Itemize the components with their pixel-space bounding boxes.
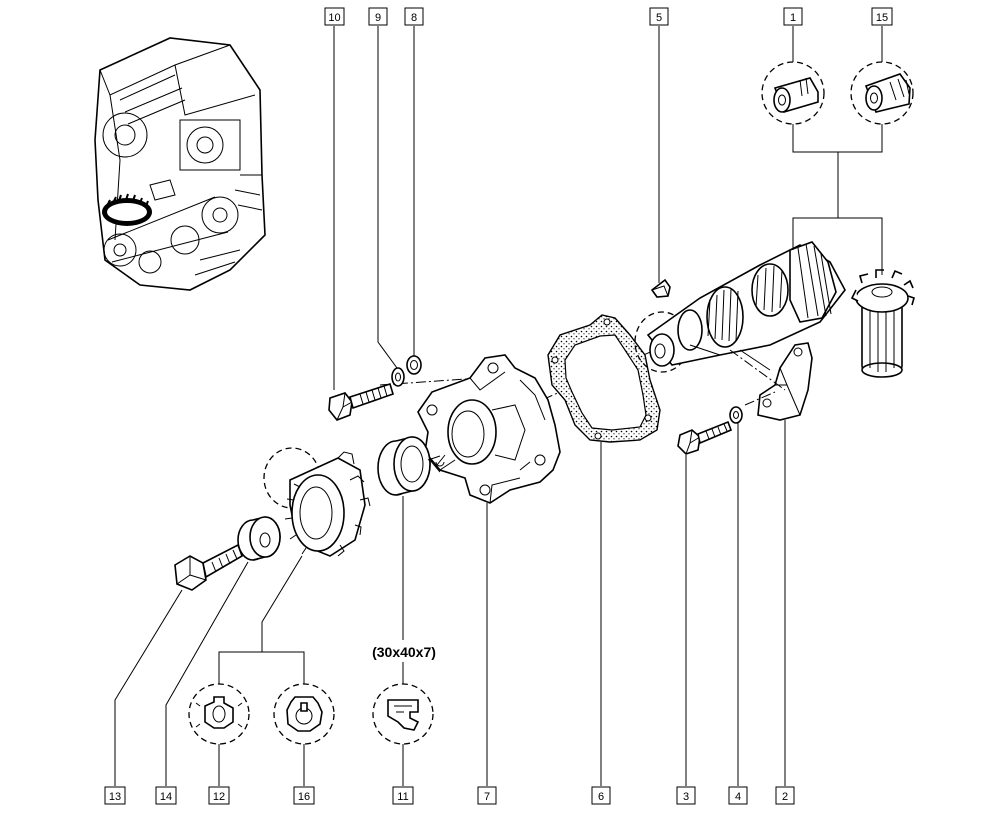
engine-overview-illustration — [94, 37, 266, 291]
detail-circle-15 — [850, 61, 914, 125]
part-10-bolt — [328, 382, 394, 421]
part-5-woodruff-key — [650, 278, 671, 298]
label-2: 2 — [775, 786, 795, 805]
part-7-housing — [417, 354, 561, 504]
label-15-text: 15 — [876, 12, 888, 24]
label-14: 14 — [155, 786, 177, 805]
part-9-spring-washer — [391, 367, 405, 387]
label-2-text: 2 — [782, 791, 788, 803]
label-11-text: 11 — [397, 791, 408, 803]
label-10: 10 — [324, 7, 345, 26]
label-8: 8 — [404, 7, 424, 26]
label-10-text: 10 — [328, 12, 340, 24]
label-4: 4 — [728, 786, 748, 805]
label-15: 15 — [871, 7, 893, 26]
part-8-flat-washer — [406, 355, 422, 375]
label-6: 6 — [591, 786, 611, 805]
label-12-text: 12 — [213, 791, 225, 803]
label-8-text: 8 — [411, 12, 417, 24]
part-13-bolt — [174, 543, 243, 591]
label-9-text: 9 — [375, 12, 381, 24]
engine-gear-highlight-icon — [102, 193, 152, 226]
detail-circle-1 — [761, 61, 825, 125]
sprocket-gear — [263, 447, 371, 557]
part-14-thick-washer — [237, 516, 281, 561]
shaft-with-gear — [646, 241, 846, 371]
detail-circle-11-seal-section — [372, 683, 434, 745]
part-4-washer — [729, 406, 743, 424]
bolt-axis-line — [379, 377, 481, 386]
label-7-text: 7 — [484, 791, 490, 803]
label-3: 3 — [676, 786, 696, 805]
label-1-text: 1 — [790, 12, 796, 24]
part-2-bracket — [757, 342, 813, 421]
detail-circle-12 — [188, 683, 250, 745]
leader-lines — [114, 26, 883, 786]
part-11-seal-ring — [377, 436, 441, 496]
label-13-text: 13 — [109, 791, 121, 803]
label-1: 1 — [783, 7, 803, 26]
label-13: 13 — [104, 786, 126, 805]
bracket-axis-line — [729, 349, 786, 406]
part-3-bolt — [677, 420, 733, 455]
label-5-text: 5 — [656, 12, 662, 24]
label-16: 16 — [293, 786, 315, 805]
label-11: 11 — [392, 786, 414, 805]
part-15-pinion-gear — [850, 269, 915, 378]
label-7: 7 — [477, 786, 497, 805]
label-12: 12 — [208, 786, 230, 805]
part-6-gasket — [547, 314, 661, 443]
detail-circle-16 — [273, 683, 335, 745]
label-3-text: 3 — [683, 791, 689, 803]
label-4-text: 4 — [735, 791, 741, 803]
label-6-text: 6 — [598, 791, 604, 803]
seal-dimension-label: (30x40x7) — [372, 644, 436, 660]
label-5: 5 — [649, 7, 669, 26]
label-9: 9 — [368, 7, 388, 26]
label-16-text: 16 — [298, 791, 310, 803]
label-14-text: 14 — [160, 791, 172, 803]
